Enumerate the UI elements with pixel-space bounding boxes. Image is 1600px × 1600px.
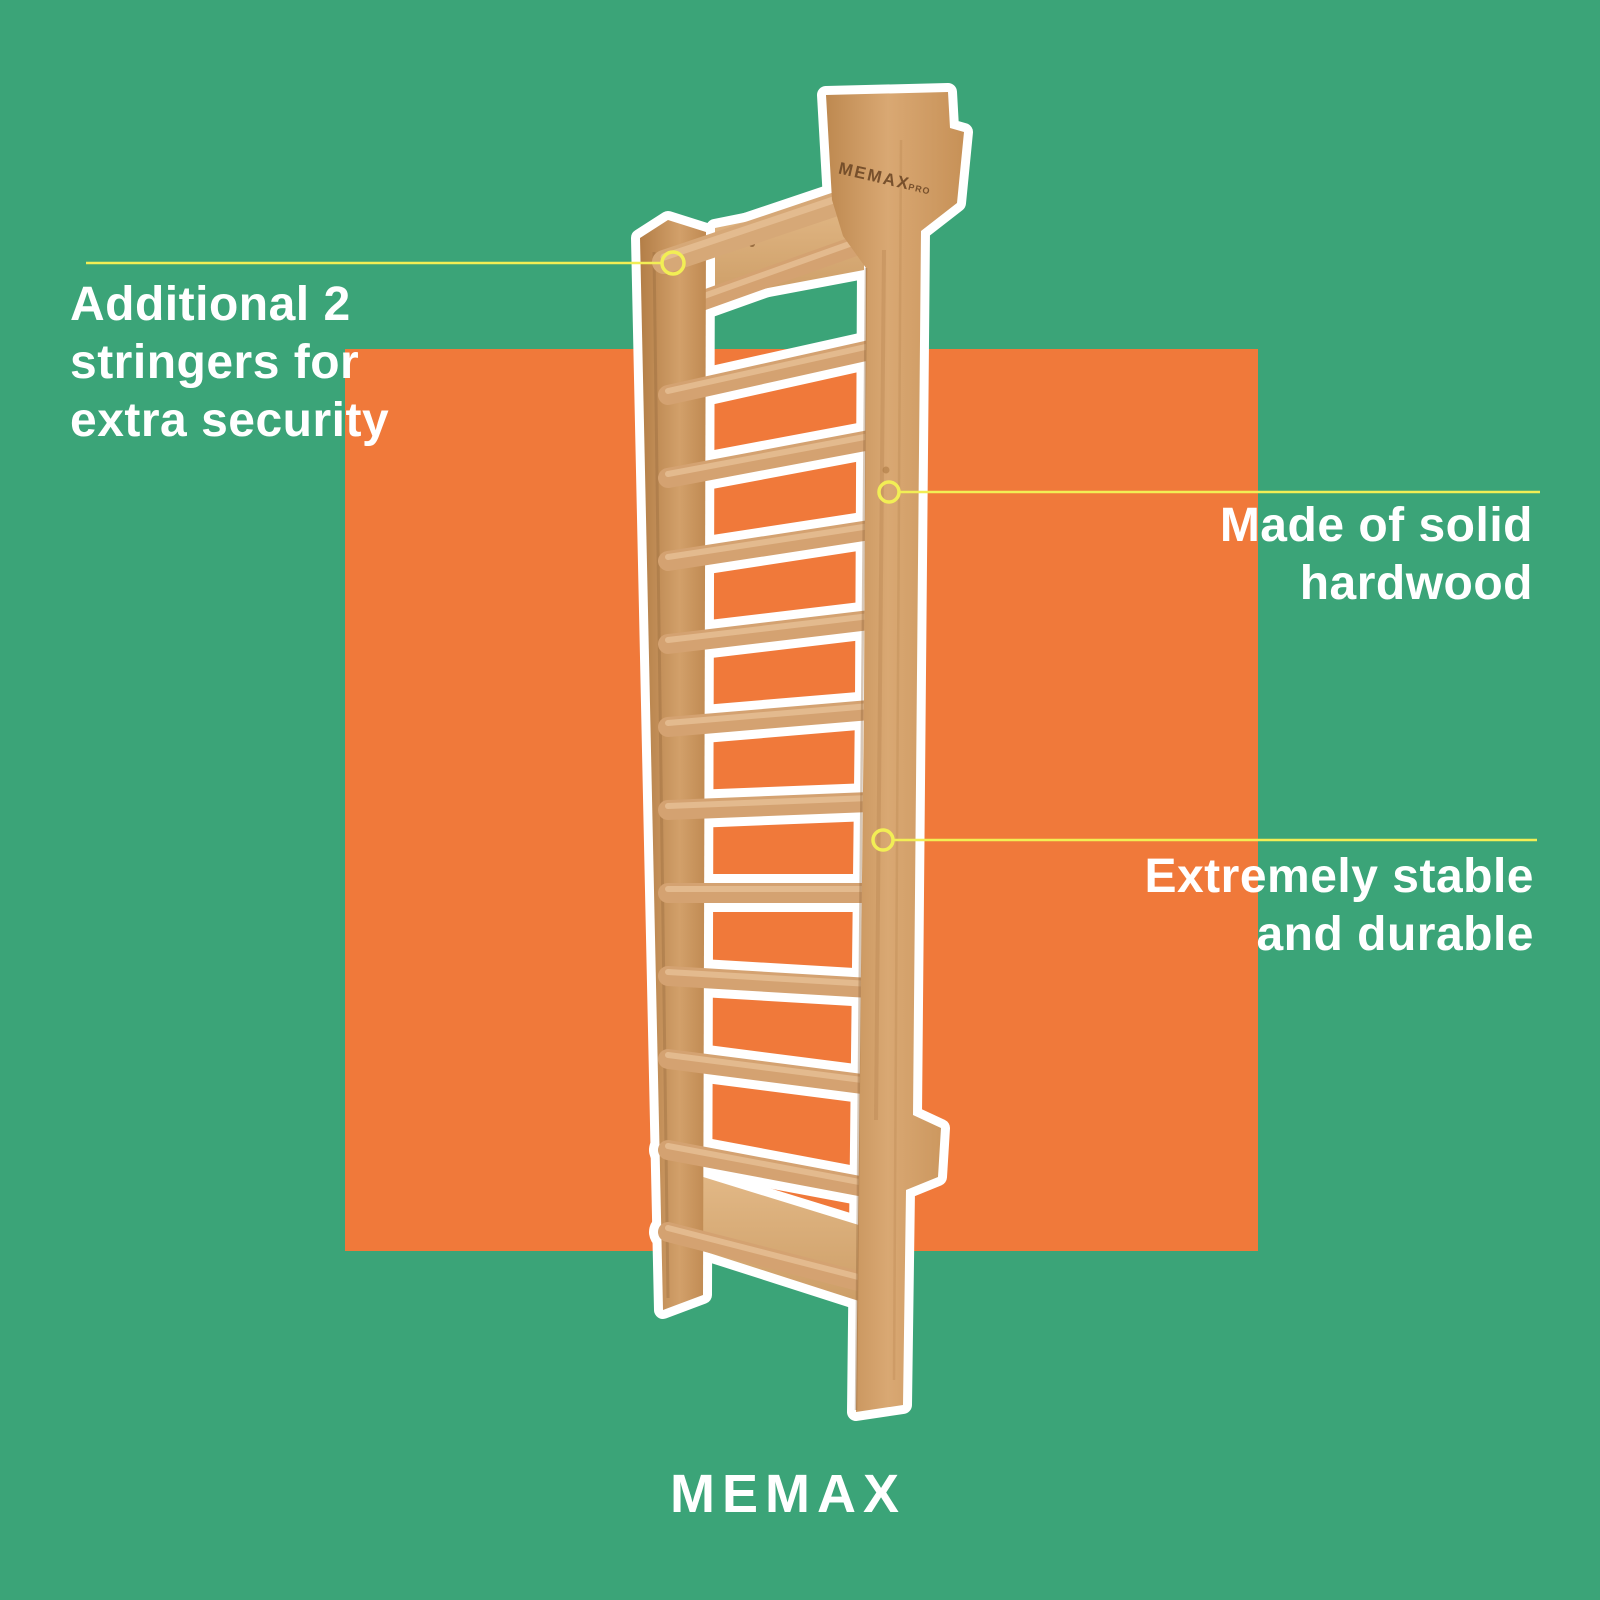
- rung-highlights: [665, 343, 873, 1283]
- right-rail-grain: [874, 249, 886, 1121]
- footer-brand-logo: MEMAX: [670, 1464, 906, 1524]
- callout-text-hardwood: Made of solid hardwood: [1219, 499, 1533, 610]
- left-rail-grain: [652, 251, 670, 1299]
- wall-bars-ladder: MEMAX PRO: [631, 83, 973, 1421]
- callout-marker-stringers: [660, 250, 686, 276]
- top-bar-rear-highlight: [673, 233, 875, 309]
- left-rail: [640, 220, 706, 1310]
- right-rail-grain: [892, 139, 903, 1381]
- wood-knot: [882, 466, 890, 474]
- rungs: [658, 340, 880, 1294]
- callout-markers: [86, 250, 1540, 852]
- right-rail-edge: [854, 267, 868, 1411]
- callout-text-stringers: Additional 2 stringers for extra securit…: [70, 278, 390, 447]
- top-bar-rear: [666, 230, 882, 320]
- right-rail: [826, 92, 964, 1412]
- brand-stamp-sub: PRO: [907, 182, 931, 197]
- callout-text-stable: Extremely stable and durable: [1144, 850, 1534, 961]
